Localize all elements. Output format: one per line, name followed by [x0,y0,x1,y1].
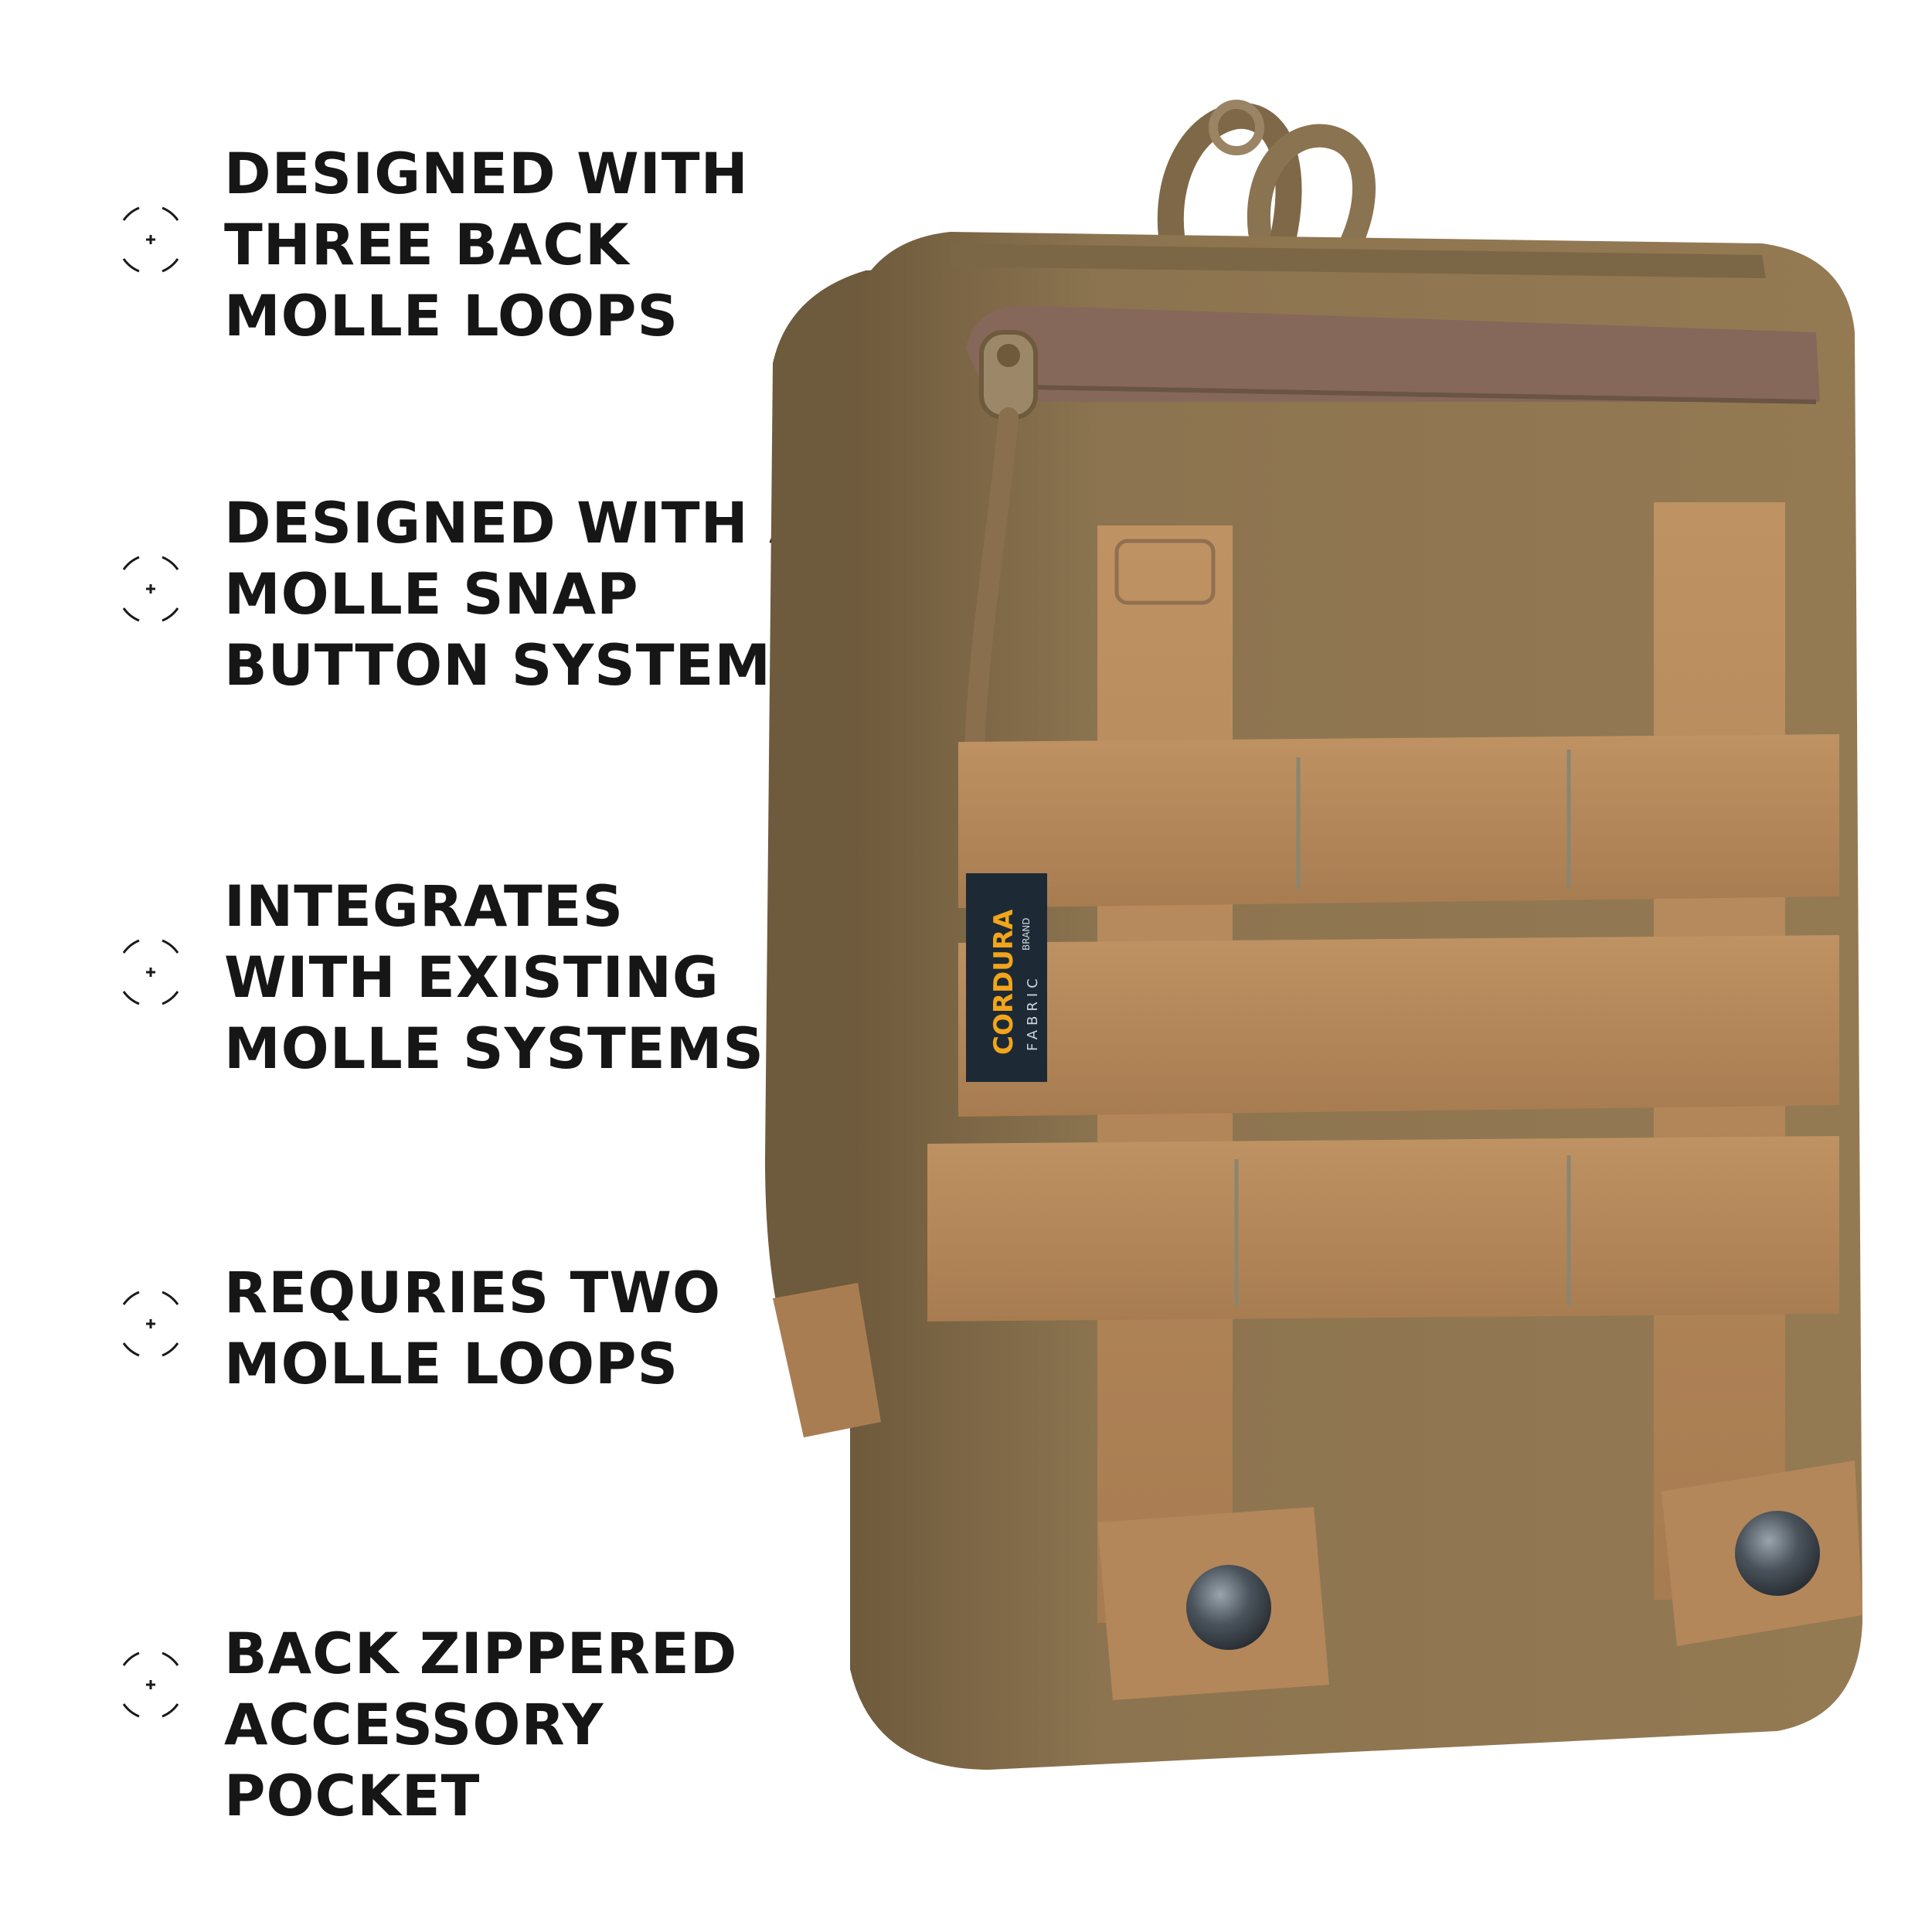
snap-button [1186,1565,1271,1650]
feature-text: DESIGNED WITH THREE BACK MOLLE LOOPS [224,141,749,349]
crosshair-icon [122,1291,179,1357]
crosshair-icon [122,556,179,622]
horizontal-molle-row-2 [958,935,1839,1117]
pouch-product-photo: CORDURA BRAND FABRIC [765,100,1862,1770]
feature-list: DESIGNED WITH THREE BACK MOLLE LOOPS DES… [0,0,850,1932]
front-zipper-track [966,305,1820,402]
feature-text: INTEGRATES WITH EXISTING MOLLE SYSTEMS [224,874,764,1082]
feature-text: REQURIES TWO MOLLE LOOPS [224,1260,722,1397]
snap-tab-right [1662,1461,1862,1646]
label-fabric-text: FABRIC [1025,974,1041,1051]
crosshair-icon [122,206,179,273]
snap-tab-left [1097,1507,1329,1700]
feature-text: BACK ZIPPERED ACCESSORY POCKET [224,1621,738,1829]
label-brand-text: CORDURA [988,909,1019,1055]
horizontal-molle-row-1 [958,734,1839,908]
crosshair-icon [122,1651,179,1718]
label-sub-text: BRAND [1021,917,1032,951]
top-zipper-pulls [1157,100,1376,268]
horizontal-molle-row-3 [927,1136,1839,1321]
side-tab [773,1283,881,1437]
cordura-brand-label: CORDURA BRAND FABRIC [966,873,1047,1082]
snap-button [1735,1511,1820,1596]
crosshair-icon [122,939,179,1005]
